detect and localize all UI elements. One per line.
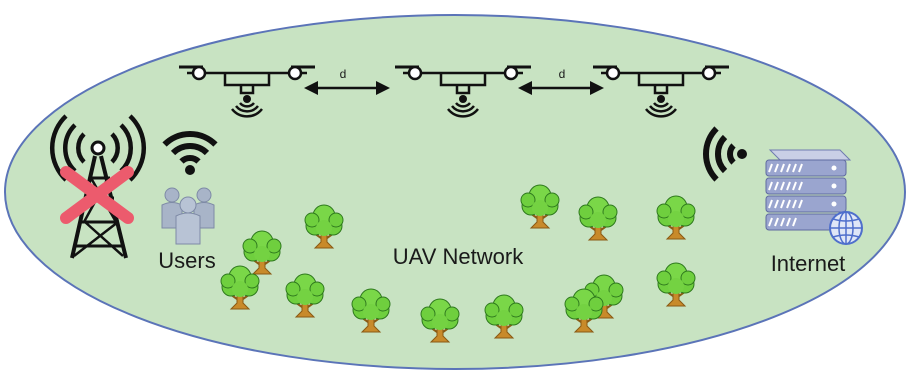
distance-label-right: d bbox=[559, 67, 566, 81]
server-globe-icon bbox=[765, 149, 863, 245]
wifi-signal-icon bbox=[162, 131, 218, 175]
wifi-signal-icon bbox=[703, 126, 747, 182]
network-label: UAV Network bbox=[393, 244, 524, 269]
cross-out-icon bbox=[60, 166, 134, 224]
distance-label-left: d bbox=[340, 67, 347, 81]
distance-arrow-right bbox=[518, 81, 604, 95]
users-label: Users bbox=[158, 248, 215, 273]
internet-label: Internet bbox=[771, 251, 846, 276]
users-group-icon bbox=[161, 187, 215, 245]
distance-arrow-left bbox=[304, 81, 390, 95]
